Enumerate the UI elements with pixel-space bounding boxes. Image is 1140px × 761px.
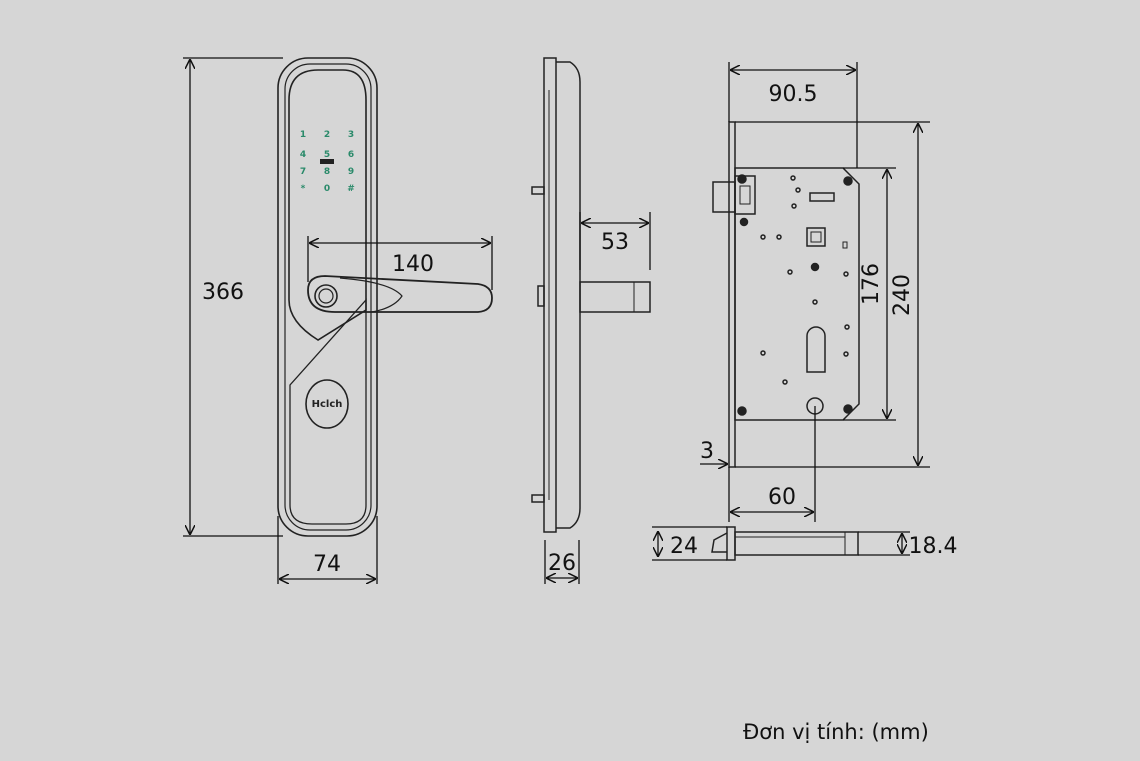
side-dimensions [544,212,651,584]
keypad-key: 7 [300,167,306,177]
pin-c [791,203,797,209]
keypad-key: 5 [324,150,330,160]
screw-hole-tr [843,176,853,186]
top-faceplate [726,526,736,561]
pin-m [842,241,848,249]
dim-905-label: 90.5 [769,82,818,107]
side-view [531,57,651,533]
pin-l [782,379,788,385]
mortise-faceplate [728,121,736,468]
screw-hole-br [843,404,853,414]
keypad: 1 2 3 4 5 6 7 8 9 * 0 # [300,130,355,194]
dim-140-label: 140 [392,252,434,277]
side-screw-bottom [531,494,545,503]
front-plate-inner [284,63,372,531]
card-reader-indicator [320,159,334,164]
keypad-key: 6 [348,150,354,160]
screw-hole-left [739,217,749,227]
keypad-key: 9 [348,167,354,177]
pin-e [776,234,782,240]
dim-60-label: 60 [768,485,796,510]
keypad-key: 3 [348,130,354,140]
side-backplate [543,57,557,533]
fingerprint-ring [318,288,334,304]
dim-53-label: 53 [601,230,629,255]
pin-d [760,234,766,240]
pin-b [795,187,801,193]
screw-hole-tl [737,174,747,184]
pin-f [787,269,793,275]
lower-panel [289,298,367,525]
screw-hole-mid [810,262,820,272]
dim-176-label: 176 [859,263,884,305]
side-tab [537,285,545,307]
front-dimensions [183,57,493,584]
pin-a [790,175,796,181]
top-latch [711,532,728,553]
side-profile [556,61,581,529]
front-plate-outline [277,57,378,537]
mortise-view [712,121,860,468]
dim-366-label: 366 [202,280,244,305]
brand-text: Hclch [312,399,343,410]
side-screw-top [531,186,545,195]
lever-handle [307,275,493,313]
brand-badge [305,379,349,429]
keypad-key: 4 [300,150,306,160]
dim-74-label: 74 [313,552,341,577]
keypad-key: # [347,184,355,194]
dim-240-label: 240 [890,274,915,316]
keypad-key: 2 [324,130,330,140]
pin-k [760,350,766,356]
dim-3-label: 3 [700,439,714,464]
keypad-key: 8 [324,167,330,177]
square-spindle-hole [806,227,826,247]
latch-detail [739,185,751,205]
mortise-dimensions [700,62,930,522]
latch-bolt [712,181,736,213]
mortise-slot [809,192,835,202]
dim-184-label: 18.4 [909,534,958,559]
keypad-key: * [301,184,306,194]
top-dimensions [652,526,910,561]
dim-24-label: 24 [670,534,698,559]
side-spindle [579,281,651,313]
handle-contour [339,277,403,313]
screw-hole-bl [737,406,747,416]
pin-j [843,351,849,357]
keypad-key: 1 [300,130,306,140]
cylinder-cutout [806,326,826,373]
pin-g [843,271,849,277]
dim-26-label: 26 [548,551,576,576]
fingerprint-sensor [314,284,338,308]
keypad-panel [288,69,367,341]
mortise-top-view [711,526,859,561]
square-spindle-inner [810,231,822,243]
top-body [734,531,859,556]
pin-i [844,324,850,330]
unit-label: Đơn vị tính: (mm) [743,720,929,744]
pin-h [812,299,818,305]
keypad-key: 0 [324,184,330,194]
mortise-body [734,167,860,421]
front-view [277,57,493,537]
